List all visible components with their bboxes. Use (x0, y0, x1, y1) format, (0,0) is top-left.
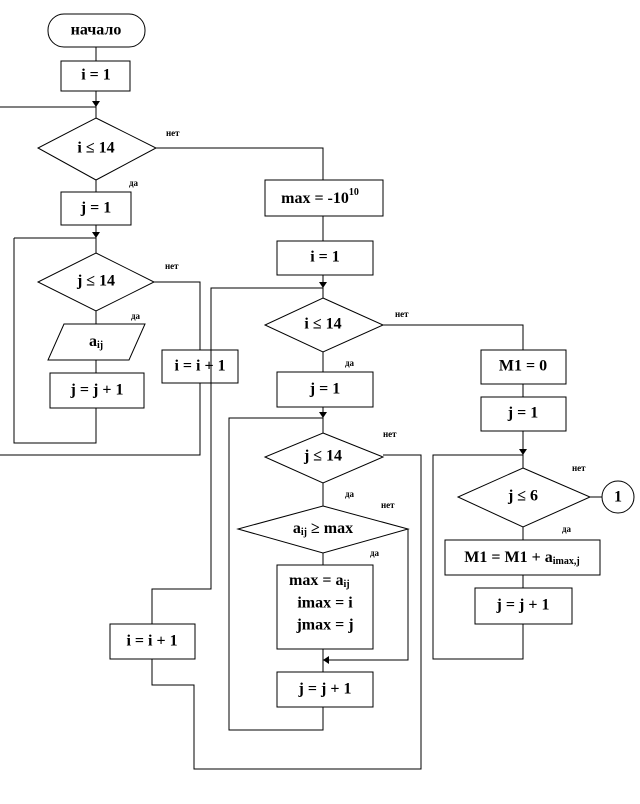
input-a-ij-parallelogram (47, 323, 146, 361)
i-inc-block-1 (161, 349, 239, 384)
assign-max-line-3: jmax = j (295, 617, 353, 634)
i-init-label-1: i = 1 (81, 67, 111, 84)
decision-j-le-6-label: j ≤ 6 (507, 488, 538, 505)
m1-init-label: M1 = 0 (499, 358, 547, 375)
decision-i-le-14-label-1: i ≤ 14 (77, 140, 114, 157)
no-label-cond-j-3: нет (572, 463, 586, 473)
j-inc-block-3 (474, 587, 573, 625)
j-inc-block-1 (49, 372, 145, 409)
j-inc-label-2: j = j + 1 (298, 681, 352, 698)
no-label-cond-j-1: нет (165, 261, 179, 271)
start-label: начало (71, 22, 122, 39)
decision-j-le-14-label-1: j ≤ 14 (76, 273, 115, 290)
branch-labels: нет да нет да нет да нет да нет да нет д… (129, 128, 586, 558)
assign-max-line-2: imax = i (297, 595, 353, 612)
i-inc-label-2: i = i + 1 (126, 633, 177, 650)
j-inc-block-2 (276, 671, 374, 708)
assign-max-block (276, 564, 374, 650)
m1-sum-label: M1 = M1 + aimax,j (464, 549, 579, 568)
no-label-cond-i-1: нет (166, 128, 180, 138)
m1-sum-block (444, 539, 601, 576)
yes-label-cond-max: да (370, 548, 380, 558)
yes-label-cond-j-1: да (131, 311, 141, 321)
flow-lines (0, 47, 602, 770)
decision-j-le-14-label-2: j ≤ 14 (303, 448, 342, 465)
connector-1-label: 1 (614, 489, 622, 506)
j-init-block-3 (480, 396, 567, 432)
m1-init-block (480, 349, 567, 385)
i-init-block-1 (60, 60, 131, 92)
no-label-cond-i-2: нет (395, 309, 409, 319)
j-inc-label-3: j = j + 1 (496, 597, 550, 614)
i-init-block-2 (276, 240, 374, 276)
flow-arrowheads (92, 101, 527, 664)
i-inc-block-2 (109, 623, 196, 660)
assign-max-line-1: max = aij (289, 572, 350, 591)
j-init-label-2: j = 1 (309, 381, 340, 398)
no-label-cond-j-2: нет (383, 429, 397, 439)
j-inc-label-1: j = j + 1 (70, 382, 124, 399)
yes-label-cond-j-2: да (345, 489, 355, 499)
j-init-label-3: j = 1 (507, 405, 538, 422)
max-init-block (264, 179, 384, 217)
j-init-label-1: j = 1 (80, 200, 111, 217)
decision-i-le-14-label-2: i ≤ 14 (304, 316, 341, 333)
yes-label-cond-i-2: да (345, 358, 355, 368)
yes-label-cond-i-1: да (129, 178, 139, 188)
max-init-label: max = -1010 (281, 187, 359, 206)
yes-label-cond-j-3: да (562, 524, 572, 534)
i-inc-label-1: i = i + 1 (174, 358, 225, 375)
input-a-ij-label: aij (89, 333, 103, 352)
no-label-cond-max: нет (381, 500, 395, 510)
i-init-label-2: i = 1 (310, 249, 340, 266)
j-init-block-2 (276, 371, 374, 408)
decision-a-ij-ge-max-label: aij ≥ max (293, 520, 353, 539)
